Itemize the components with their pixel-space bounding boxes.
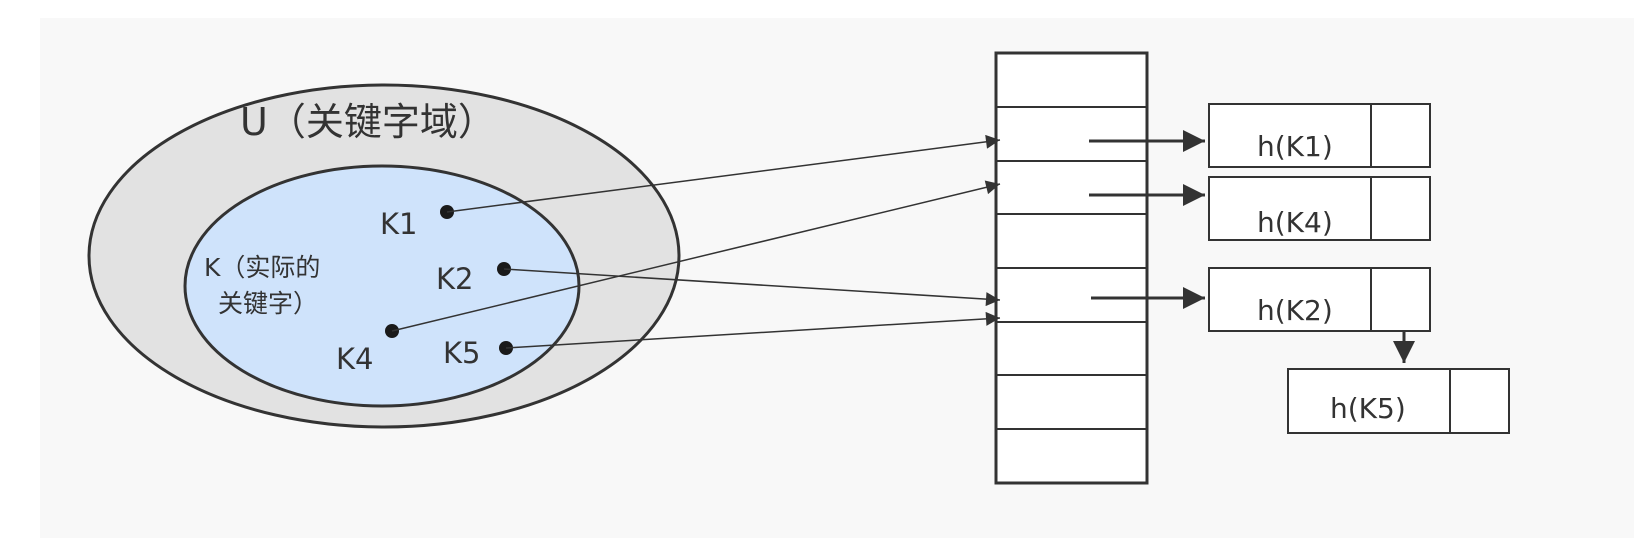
chain-node-box <box>1287 368 1510 434</box>
chain-node-label: h(K5) <box>1330 392 1406 425</box>
chain-node-box <box>1208 267 1431 332</box>
key-label-k2: K2 <box>436 262 473 296</box>
chain-node-label: h(K2) <box>1257 294 1333 327</box>
chain-node-hk2: h(K2) <box>1208 267 1431 332</box>
key-label-k5: K5 <box>443 336 480 370</box>
map-arrow-k2 <box>503 268 1001 307</box>
map-arrow-k4 <box>391 180 1001 332</box>
hash-table <box>994 51 1149 485</box>
chain-node-box <box>1208 176 1431 241</box>
chain-node-hk5: h(K5) <box>1287 368 1510 434</box>
key-label-k4: K4 <box>336 342 373 376</box>
actual-keys-label-line2: 关键字） <box>218 289 318 318</box>
map-arrow-k5 <box>505 311 1001 349</box>
chain-node-hk4: h(K4) <box>1208 176 1431 241</box>
map-arrow-k1 <box>446 134 1001 213</box>
actual-keys-label-line1: K（实际的 <box>204 253 320 282</box>
chain-node-hk1: h(K1) <box>1208 103 1431 168</box>
key-label-k1: K1 <box>380 207 417 241</box>
chain-node-label: h(K1) <box>1257 130 1333 163</box>
chain-node-box <box>1208 103 1431 168</box>
chain-node-label: h(K4) <box>1257 206 1333 239</box>
universe-label: U（关键字域） <box>240 100 496 144</box>
